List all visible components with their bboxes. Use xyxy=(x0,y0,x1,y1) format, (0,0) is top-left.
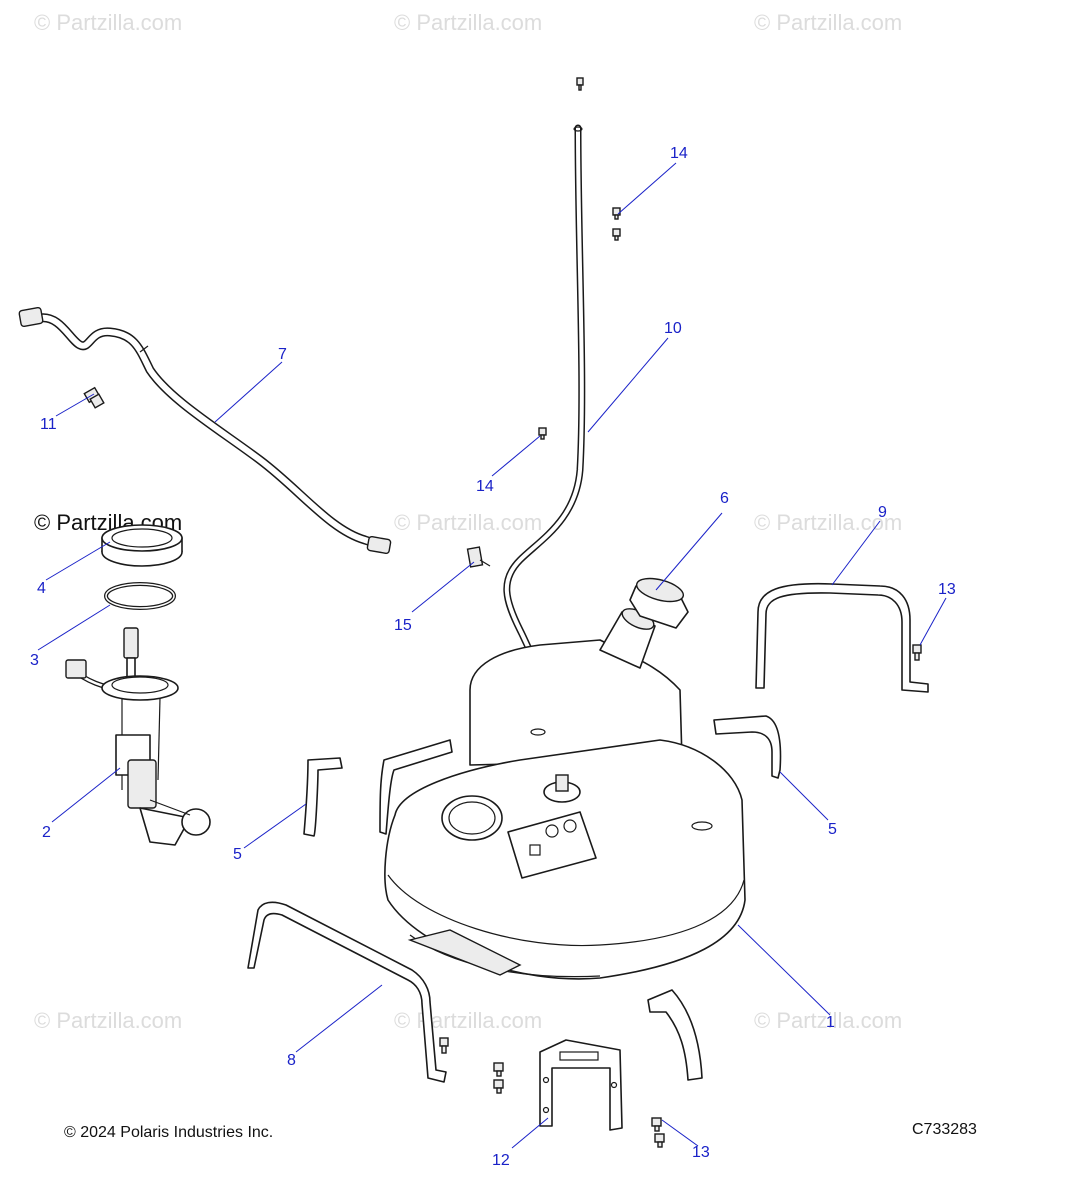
lock-ring xyxy=(101,524,183,567)
watermark: © Partzilla.com xyxy=(34,1008,183,1033)
callout-5: 5 xyxy=(233,846,242,863)
callout-2: 2 xyxy=(42,824,51,841)
watermark: © Partzilla.com xyxy=(394,510,543,535)
strap-pad xyxy=(303,715,782,1081)
watermark: © Partzilla.com xyxy=(394,1008,543,1033)
tank-strap-rear xyxy=(755,582,929,693)
callout-11: 11 xyxy=(40,416,57,433)
watermark: © Partzilla.com xyxy=(394,10,543,35)
watermark: © Partzilla.com xyxy=(34,10,183,35)
o-ring xyxy=(104,582,176,610)
fastener xyxy=(538,77,621,440)
callout-9: 9 xyxy=(878,504,887,521)
callout-14: 14 xyxy=(476,478,494,495)
fuel-cap xyxy=(629,577,689,629)
callout-6: 6 xyxy=(720,490,729,507)
callout-14: 14 xyxy=(670,145,688,162)
hose-clip xyxy=(466,546,491,568)
copyright-notice: © 2024 Polaris Industries Inc. xyxy=(64,1124,274,1141)
callout-7: 7 xyxy=(278,346,287,363)
callout-13: 13 xyxy=(692,1144,710,1161)
tank-strap-front xyxy=(247,901,447,1083)
fuel-pump-assembly xyxy=(65,627,211,846)
callout-3: 3 xyxy=(30,652,39,669)
fuel-line xyxy=(18,306,392,555)
callout-10: 10 xyxy=(664,320,682,337)
callout-12: 12 xyxy=(492,1152,510,1169)
watermark: © Partzilla.com xyxy=(754,10,903,35)
drawing-number: C733283 xyxy=(912,1121,977,1138)
leader-lines xyxy=(37,162,947,1149)
fuel-tank xyxy=(384,608,746,980)
watermark: © Partzilla.com xyxy=(754,510,903,535)
bolt xyxy=(439,644,922,1148)
watermark: © Partzilla.com xyxy=(754,1008,903,1033)
callout-8: 8 xyxy=(287,1052,296,1069)
callout-15: 15 xyxy=(394,617,412,634)
callout-1: 1 xyxy=(826,1014,835,1031)
callout-13: 13 xyxy=(938,581,956,598)
callout-5: 5 xyxy=(828,821,837,838)
callout-4: 4 xyxy=(37,580,46,597)
tank-bracket xyxy=(539,1039,623,1131)
